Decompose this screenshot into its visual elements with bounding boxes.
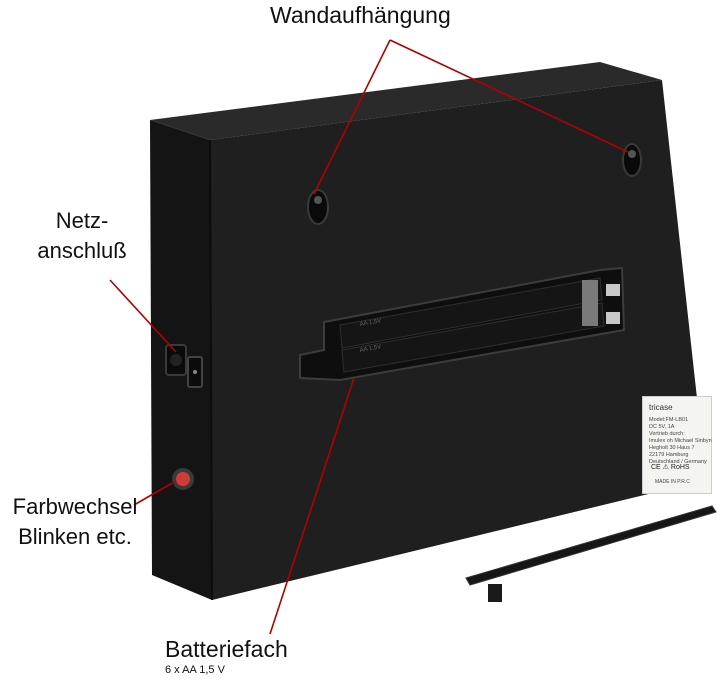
power-switch	[187, 356, 203, 388]
callout-battery: Batteriefach	[165, 636, 288, 662]
callout-power-line2: anschluß	[37, 238, 127, 263]
battery-marking-2: AA 1,5V	[359, 344, 381, 354]
wall-mount-hole-right	[622, 143, 642, 177]
battery-compartment	[299, 266, 626, 382]
callout-color-change: Farbwechsel Blinken etc.	[0, 492, 150, 552]
plate-made-in: MADE IN P.R.C	[655, 479, 690, 485]
callout-battery-sub: 6 x AA 1,5 V	[165, 664, 225, 676]
callout-line-wall-left	[313, 39, 391, 195]
callout-line-battery	[269, 377, 355, 635]
product-label-plate: tricase Model:FM-LB01 DC 5V, 1A Vertrieb…	[642, 396, 712, 494]
callout-color-line1: Farbwechsel	[12, 494, 138, 519]
callout-line-power	[109, 279, 177, 353]
plate-text: Model:FM-LB01 DC 5V, 1A Vertrieb durch: …	[649, 417, 712, 465]
power-socket	[165, 344, 187, 376]
box-top-face	[150, 62, 662, 140]
callout-power: Netz- anschluß	[22, 206, 142, 266]
callout-color-line2: Blinken etc.	[18, 524, 132, 549]
callout-power-line1: Netz-	[55, 208, 109, 233]
wall-mount-hole-left	[307, 189, 329, 225]
battery-cover	[465, 505, 717, 602]
plate-marks: CE ⚠ RoHS	[651, 464, 690, 471]
callout-wall-mount: Wandaufhängung	[270, 2, 451, 28]
color-change-button	[172, 468, 194, 490]
battery-marking-1: AA 1,5V	[359, 318, 381, 328]
callout-line-color	[133, 481, 175, 506]
callout-line-wall-right	[389, 39, 629, 153]
plate-brand: tricase	[649, 403, 673, 412]
